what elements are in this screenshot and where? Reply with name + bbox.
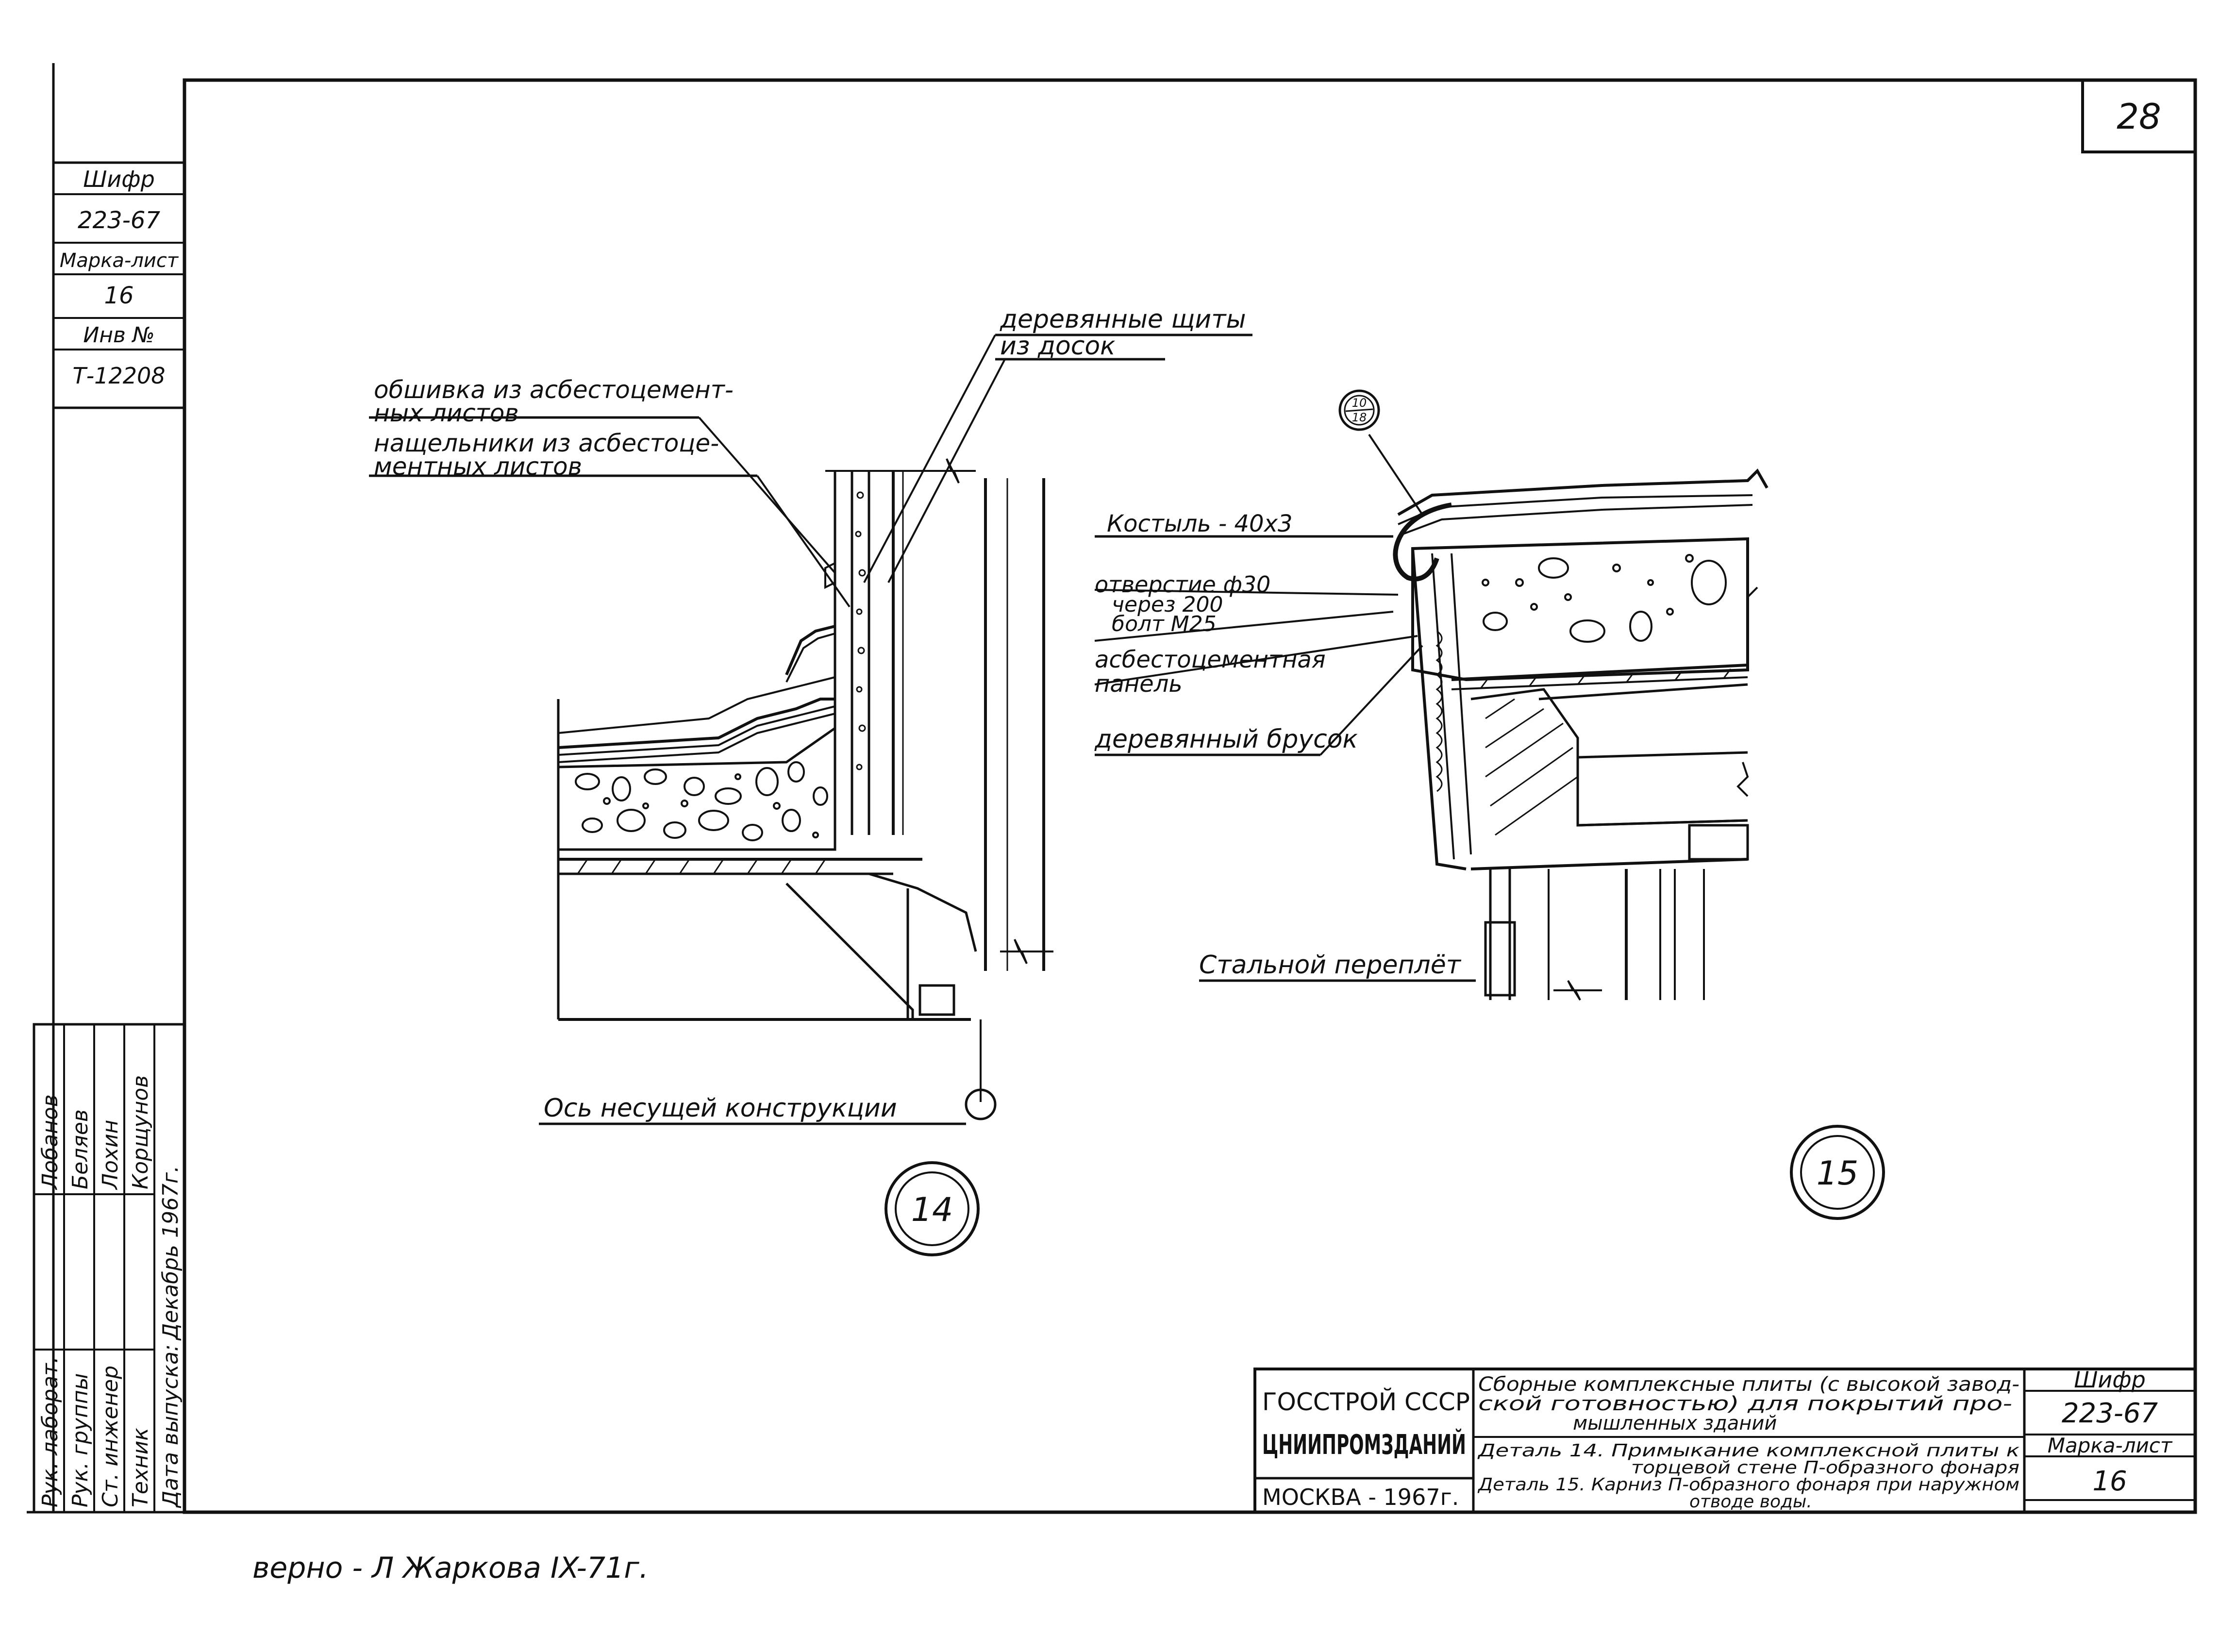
- role-issue-date: Дата выпуска:: [158, 1344, 183, 1508]
- detail-14-number: 14: [911, 1191, 953, 1229]
- tb-cipher-label: Шифр: [2074, 1367, 2146, 1393]
- label-wooden-shields-line2: из досок: [1000, 332, 1116, 361]
- axis-marker-circle: [965, 1088, 997, 1120]
- label-hole-line3: болт М25: [1112, 612, 1217, 636]
- side-mark-label: Марка-лист: [60, 250, 179, 272]
- side-cipher-label: Шифр: [83, 166, 155, 192]
- sheet-title-line2: ской готовностью) для покрытий про-: [1478, 1393, 2012, 1415]
- label-panel-line2: панель: [1095, 670, 1183, 698]
- role-senior-engineer: Ст. инженер: [98, 1366, 123, 1507]
- detail-14-drawing: [369, 334, 1252, 1125]
- side-mark-value: 16: [104, 282, 133, 309]
- detail-15-number: 15: [1817, 1154, 1859, 1193]
- tb-cipher-value: 223-67: [2062, 1398, 2158, 1429]
- side-cipher-value: 223-67: [78, 207, 160, 234]
- page-number: 28: [2117, 96, 2161, 137]
- detail-14-marker: 14: [884, 1161, 980, 1256]
- city-year: МОСКВА - 1967г.: [1262, 1484, 1459, 1510]
- detail-15-section-callout: 10 18: [1338, 389, 1380, 431]
- personnel-side-stamp: Рук. лаборат. Рук. группы Ст. инженер Те…: [33, 1023, 186, 1514]
- name-group-head: Беляев: [68, 1109, 93, 1189]
- side-inv-label: Инв №: [83, 323, 154, 348]
- sheet-title-line1: Сборные комплексные плиты (с высокой зав…: [1478, 1373, 2019, 1396]
- label-wooden-shields-line1: деревянные щиты: [1000, 305, 1246, 334]
- role-lab-head: Рук. лаборат.: [38, 1356, 63, 1507]
- role-technician: Техник: [128, 1428, 153, 1507]
- callout-top-number: 10: [1352, 396, 1367, 410]
- label-flashing-line1: нащельники из асбестоце-: [374, 429, 719, 457]
- detail-desc-line3: Деталь 15. Карниз П-образного фонаря при…: [1477, 1475, 2019, 1495]
- verification-signature: верно - Л Жаркова IX-71г.: [252, 1551, 649, 1585]
- label-bearing-axis: Ось несущей конструкции: [544, 1094, 897, 1123]
- tb-mark-label: Марка-лист: [2048, 1434, 2173, 1457]
- role-group-head: Рук. группы: [68, 1373, 93, 1507]
- label-panel-line1: асбестоцементная: [1095, 646, 1326, 673]
- sheet-title-line3: мышленных зданий: [1573, 1412, 1777, 1435]
- name-lab-head: Лобанов: [38, 1094, 63, 1190]
- detail-desc-line1: Деталь 14. Примыкание комплексной плиты …: [1477, 1441, 2019, 1461]
- name-senior-engineer: Лохин: [98, 1120, 123, 1190]
- label-hole-line1: отверстие ф30: [1095, 571, 1270, 598]
- label-hole-line2: через 200: [1112, 592, 1223, 617]
- org-gosstroy: ГОССТРОЙ СССР: [1262, 1387, 1470, 1416]
- title-block: ГОССТРОЙ СССР ЦНИИПРОМЗДАНИЙ МОСКВА - 19…: [1253, 1367, 2197, 1514]
- issue-date-value: Декабрь 1967г.: [158, 1166, 183, 1341]
- name-technician: Корщунов: [128, 1075, 153, 1189]
- cipher-side-stamp: Шифр 223-67 Марка-лист 16 Инв № Т-12208: [52, 161, 186, 409]
- label-steel-frame: Стальной переплёт: [1199, 951, 1462, 980]
- callout-bottom-number: 18: [1352, 411, 1367, 424]
- label-flashing-line2: ментных листов: [374, 452, 582, 481]
- label-crutch: Костыль - 40х3: [1107, 510, 1293, 537]
- side-inv-value: Т-12208: [72, 363, 165, 389]
- page-number-box: [2081, 79, 2197, 153]
- detail-15-marker: 15: [1790, 1125, 1885, 1220]
- detail-15-drawing: [1094, 434, 1769, 1001]
- sheet-frame: [183, 78, 2197, 1514]
- detail-desc-line4: отводе воды.: [1689, 1492, 1812, 1512]
- crutch-hook: [1393, 502, 1452, 582]
- detail-desc-line2: торцевой стене П-образного фонаря: [1631, 1458, 2019, 1478]
- tb-mark-value: 16: [2092, 1466, 2127, 1497]
- label-cladding-line2: ных листов: [374, 399, 519, 427]
- org-tsniipromzdaniy: ЦНИИПРОМЗДАНИЙ: [1262, 1429, 1466, 1461]
- label-wooden-bar: деревянный брусок: [1094, 725, 1358, 754]
- label-cladding-line1: обшивка из асбестоцемент-: [374, 376, 734, 404]
